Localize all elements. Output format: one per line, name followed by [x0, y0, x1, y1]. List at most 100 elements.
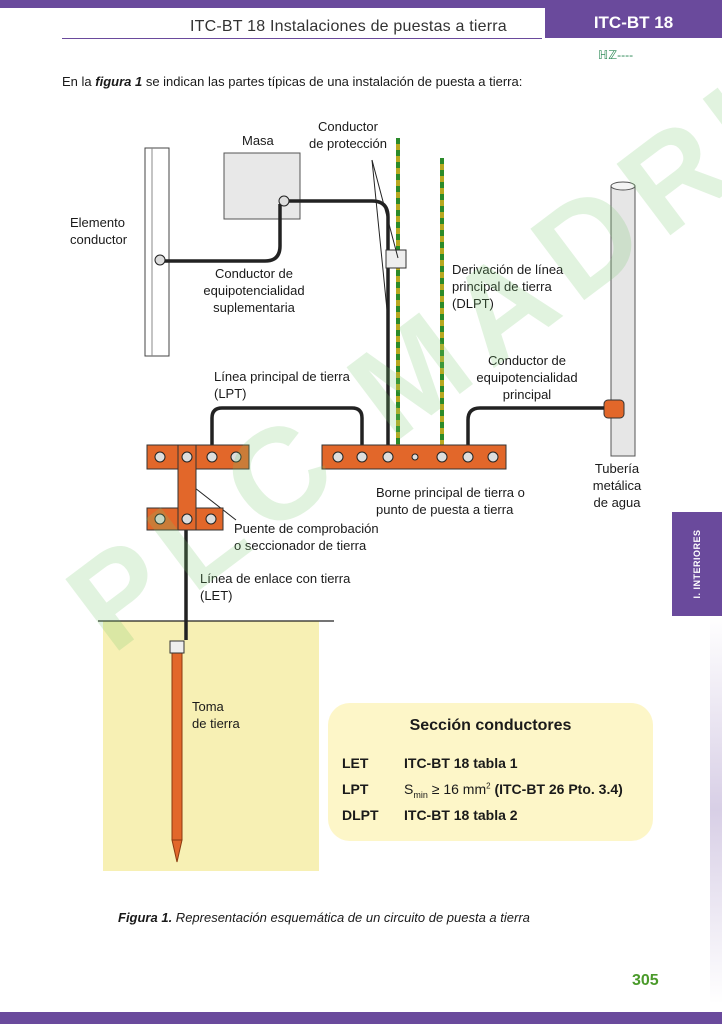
screw: [206, 451, 218, 463]
conductive-element: [144, 147, 170, 357]
screw: [154, 254, 166, 266]
screw: [382, 451, 394, 463]
label-line: Tubería: [594, 461, 640, 476]
screw: [436, 451, 448, 463]
label-line: Toma: [192, 699, 224, 714]
label-dlpt: Derivación de línea principal de tierra (D…: [452, 261, 563, 312]
row-value-mid: ≥ 16 mm: [427, 781, 487, 797]
row-value-text: ITC-BT 18 tabla 2: [404, 807, 518, 823]
label-line: de agua: [593, 495, 641, 510]
row-key: LPT: [342, 781, 369, 797]
section-side-tab: I. INTERIORES: [672, 512, 722, 616]
label-line: conductor: [70, 232, 128, 247]
screw: [154, 513, 166, 525]
label-line: Borne principal de tierra o: [376, 485, 525, 500]
label-lpt: Línea principal de tierra (LPT): [214, 368, 350, 402]
label-line: Conductor: [318, 119, 378, 134]
main-equipotential-conductor: [466, 406, 604, 458]
label-conductive-element: Elemento conductor: [70, 214, 127, 248]
earth-electrode-tip: [171, 839, 183, 863]
conductor-clamp: [385, 249, 407, 269]
label-line: punto de puesta a tierra: [376, 502, 514, 517]
screw: [332, 451, 344, 463]
row-value: ITC-BT 18 tabla 2: [404, 807, 518, 823]
label-line: Línea principal de tierra: [214, 369, 350, 384]
label-line: de tierra: [192, 716, 240, 731]
intro-figure-ref: figura 1: [95, 74, 143, 89]
protection-conductor: [287, 199, 390, 458]
label-line: Conductor de: [214, 266, 294, 281]
label-main-terminal: Borne principal de tierra o punto de pues…: [376, 484, 525, 518]
row-value-text: ITC-BT 18 tabla 1: [404, 755, 518, 771]
screw: [154, 451, 166, 463]
label-line: suplementaria: [213, 300, 295, 315]
intro-suffix: se indican las partes típicas de una ins…: [142, 74, 523, 89]
label-let: Línea de enlace con tierra (LET): [200, 570, 350, 604]
label-test-link: Puente de comprobación o seccionador de t…: [234, 520, 379, 554]
label-line: Derivación de línea: [452, 262, 564, 277]
label-line: (DLPT): [452, 296, 494, 311]
figure-caption: Figura 1. Representación esquemática de …: [118, 910, 530, 925]
leader-line: [371, 159, 389, 321]
screw: [462, 451, 474, 463]
row-value-ref: (ITC-BT 26 Pto. 3.4): [490, 781, 623, 797]
row-key: DLPT: [342, 807, 379, 823]
caption-text: Representación esquemática de un circuit…: [172, 910, 530, 925]
section-conductors-box: Sección conductores LET ITC-BT 18 tabla …: [328, 703, 653, 841]
label-masa: Masa: [242, 133, 274, 148]
publisher-logo: ℍℤ----: [598, 48, 634, 62]
screw: [356, 451, 368, 463]
side-strip: [710, 616, 722, 1004]
test-link-bridge: [177, 444, 197, 531]
screw: [181, 451, 193, 463]
leader-line: [194, 487, 237, 521]
intro-paragraph: En la figura 1 se indican las partes típ…: [62, 74, 522, 89]
terminal-screws: [154, 195, 499, 525]
label-protection-conductor: Conductor de protección: [308, 118, 388, 152]
label-line: equipotencialidad: [203, 283, 305, 298]
row-value: Smin ≥ 16 mm2 (ITC-BT 26 Pto. 3.4): [404, 781, 623, 800]
water-pipe-top: [610, 181, 636, 191]
section-box-title: Sección conductores: [409, 717, 572, 734]
screw: [487, 451, 499, 463]
label-line: principal de tierra: [452, 279, 552, 294]
label-line: principal: [502, 387, 552, 402]
leader-line: [371, 159, 399, 259]
label-line: Elemento: [70, 215, 125, 230]
page-number: 305: [632, 972, 659, 989]
label-line: (LET): [200, 588, 233, 603]
label-earth-electrode: Toma de tierra: [192, 698, 240, 732]
main-earth-line: [210, 406, 364, 458]
label-line: metálica: [592, 478, 642, 493]
screw: [278, 195, 290, 207]
mass-box: [223, 152, 301, 220]
pipe-clamp: [603, 399, 625, 419]
side-tab-label: I. INTERIORES: [692, 529, 702, 599]
electrode-clamp: [169, 640, 185, 654]
row-value-s: S: [404, 781, 414, 797]
caption-bold: Figura 1.: [118, 910, 173, 925]
row-value-sub: min: [413, 789, 428, 800]
header-tab: ITC-BT 18: [545, 8, 722, 38]
label-line: Conductor de: [487, 353, 567, 368]
screw: [205, 513, 217, 525]
earth-electrode: [171, 647, 183, 841]
ground-zone: [103, 621, 319, 871]
label-line: de protección: [308, 136, 388, 151]
label-line: o seccionador de tierra: [234, 538, 367, 553]
row-value-sup: 2: [486, 781, 491, 791]
screw: [230, 451, 242, 463]
screw: [411, 453, 419, 461]
label-line: Puente de comprobación: [234, 521, 379, 536]
label-supplementary-equipotential: Conductor de equipotencialidad suplementar…: [184, 265, 324, 316]
row-value: ITC-BT 18 tabla 1: [404, 755, 518, 771]
row-key: LET: [342, 755, 369, 771]
label-line: (LPT): [214, 386, 247, 401]
screw: [181, 513, 193, 525]
header-title: ITC-BT 18 Instalaciones de puestas a tie…: [190, 18, 507, 35]
header-rule: [62, 38, 542, 39]
label-line: Línea de enlace con tierra: [200, 571, 351, 586]
intro-prefix: En la: [62, 74, 96, 89]
